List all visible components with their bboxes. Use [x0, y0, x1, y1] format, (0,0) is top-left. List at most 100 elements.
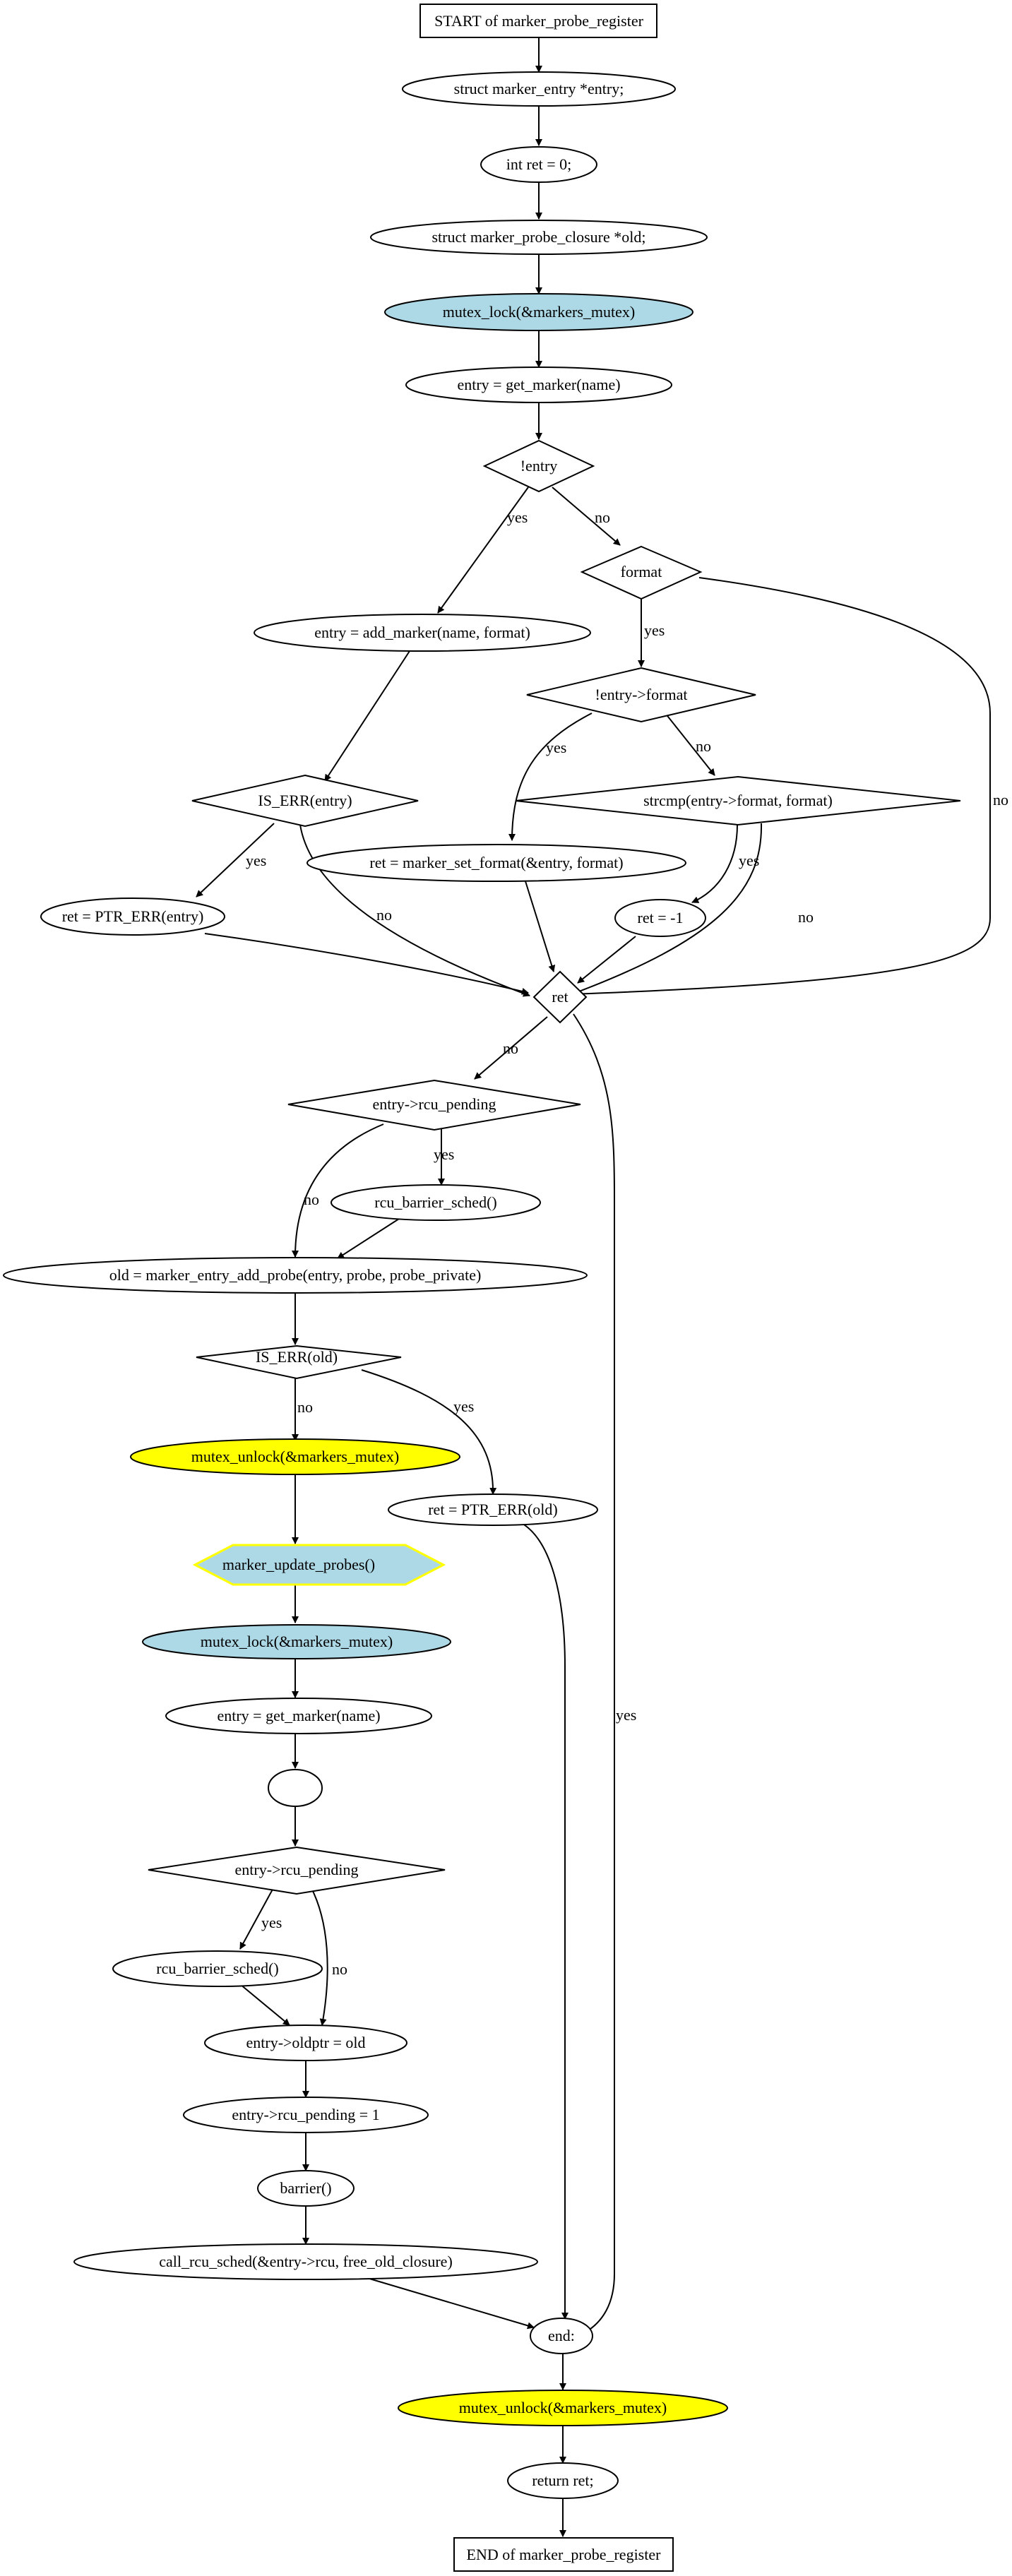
node-is-err-entry-label: IS_ERR(entry): [258, 792, 352, 809]
edge-add-marker-to-is-err: [324, 650, 410, 782]
edge-label-yes: yes: [616, 1706, 636, 1724]
node-call-rcu: call_rcu_sched(&entry->rcu, free_old_clo…: [73, 2243, 538, 2280]
node-add-probe-label: old = marker_entry_add_probe(entry, prob…: [109, 1266, 482, 1284]
node-empty: [268, 1769, 323, 1807]
node-decl-ret: int ret = 0;: [480, 146, 597, 183]
edge-ret-neg-to-ret: [577, 936, 636, 984]
node-get-marker1: entry = get_marker(name): [405, 366, 672, 403]
edge-label-no: no: [332, 1960, 347, 1978]
node-barrier: barrier(): [257, 2170, 355, 2207]
edges: yes no yes no yes no yes no yes no no ye…: [196, 37, 1008, 2537]
node-ret-check: ret: [532, 970, 588, 1024]
node-is-err-old-label: IS_ERR(old): [256, 1348, 338, 1366]
node-unlock1-label: mutex_unlock(&markers_mutex): [191, 1448, 399, 1465]
node-end: END of marker_probe_register: [453, 2537, 674, 2572]
edge-set-format-to-ret: [525, 881, 556, 972]
node-format-label: format: [621, 563, 662, 580]
edge-label-yes: yes: [507, 508, 528, 526]
edge-barrier-sched1-to-add-probe: [337, 1218, 400, 1259]
node-barrier-sched1-label: rcu_barrier_sched(): [374, 1193, 496, 1211]
node-not-entry-label: !entry: [520, 457, 558, 475]
node-rcu-pending2: entry->rcu_pending: [148, 1846, 446, 1895]
node-call-rcu-label: call_rcu_sched(&entry->rcu, free_old_clo…: [159, 2253, 453, 2270]
node-oldptr-label: entry->oldptr = old: [246, 2034, 365, 2051]
edge-label-no: no: [503, 1039, 518, 1057]
edge-barrier-sched2-to-oldptr: [239, 1984, 290, 2026]
node-return-ret-label: return ret;: [532, 2471, 593, 2489]
edge-label-no: no: [595, 508, 610, 526]
node-update-probes-label: marker_update_probes(): [222, 1556, 375, 1573]
node-strcmp: strcmp(entry->format, format): [515, 775, 961, 826]
edge-label-no: no: [376, 906, 392, 924]
edge-not-entry-format-no: [665, 712, 715, 776]
node-get-marker1-label: entry = get_marker(name): [457, 376, 620, 393]
node-end-label-text: END of marker_probe_register: [467, 2546, 662, 2563]
edge-not-entry-yes: [437, 487, 529, 614]
edge-not-entry-no: [552, 487, 621, 546]
node-set-pending: entry->rcu_pending = 1: [183, 2097, 429, 2133]
edge-label-yes: yes: [434, 1145, 454, 1163]
edge-label-yes: yes: [644, 621, 665, 639]
node-start-label: START of marker_probe_register: [434, 12, 644, 30]
node-ret-neg: ret = -1: [614, 899, 706, 937]
node-ptr-err-entry: ret = PTR_ERR(entry): [40, 898, 225, 936]
edge-label-no: no: [304, 1191, 319, 1208]
node-barrier-sched2-label: rcu_barrier_sched(): [156, 1960, 278, 1977]
node-not-entry: !entry: [482, 439, 595, 493]
node-unlock1: mutex_unlock(&markers_mutex): [130, 1438, 460, 1475]
edge-label-yes: yes: [546, 739, 566, 756]
node-end-label-label: end:: [548, 2327, 575, 2344]
node-decl-ret-label: int ret = 0;: [506, 155, 571, 173]
edge-rcu-pending2-yes: [239, 1886, 275, 1950]
node-decl-entry: struct marker_entry *entry;: [402, 71, 676, 107]
edge-ptr-err-entry-to-ret: [204, 933, 529, 995]
node-set-format: ret = marker_set_format(&entry, format): [306, 844, 686, 882]
node-is-err-old: IS_ERR(old): [196, 1344, 402, 1380]
node-strcmp-label: strcmp(entry->format, format): [643, 792, 833, 809]
node-add-marker: entry = add_marker(name, format): [254, 614, 591, 652]
edge-ret-yes: [573, 1013, 615, 2335]
edge-strcmp-no: [567, 823, 763, 997]
node-ret-neg-label: ret = -1: [638, 909, 684, 926]
node-lock2: mutex_lock(&markers_mutex): [142, 1624, 451, 1659]
edge-label-no: no: [696, 737, 711, 755]
node-update-probes: marker_update_probes(): [192, 1544, 446, 1586]
node-decl-old-label: struct marker_probe_closure *old;: [431, 228, 645, 246]
node-unlock2: mutex_unlock(&markers_mutex): [398, 2390, 728, 2426]
node-add-marker-label: entry = add_marker(name, format): [314, 624, 530, 641]
edge-call-rcu-to-end-label: [367, 2277, 535, 2330]
node-set-format-label: ret = marker_set_format(&entry, format): [369, 854, 623, 871]
node-barrier-label: barrier(): [280, 2179, 331, 2197]
node-lock2-label: mutex_lock(&markers_mutex): [201, 1633, 393, 1650]
edge-label-yes: yes: [246, 852, 266, 869]
node-oldptr: entry->oldptr = old: [204, 2025, 407, 2061]
edge-label-no: no: [798, 908, 814, 926]
nodes: START of marker_probe_register struct ma…: [3, 4, 961, 2572]
edge-rcu-pending1-no: [292, 1123, 384, 1258]
edge-ret-no: [474, 1016, 548, 1080]
node-lock1: mutex_lock(&markers_mutex): [384, 293, 693, 331]
node-rcu-pending1: entry->rcu_pending: [287, 1079, 581, 1131]
node-get-marker2-label: entry = get_marker(name): [217, 1707, 380, 1724]
node-decl-entry-label: struct marker_entry *entry;: [454, 80, 624, 97]
edge-is-err-entry-yes: [196, 823, 275, 898]
edge-strcmp-yes: [691, 824, 738, 903]
edge-is-err-entry-no: [299, 824, 530, 997]
node-lock1-label: mutex_lock(&markers_mutex): [443, 303, 635, 321]
node-set-pending-label: entry->rcu_pending = 1: [232, 2106, 379, 2123]
node-start: START of marker_probe_register: [419, 4, 657, 38]
node-ret-check-label: ret: [552, 988, 568, 1006]
node-not-entry-format: !entry->format: [526, 667, 756, 723]
node-ptr-err-old: ret = PTR_ERR(old): [388, 1493, 598, 1526]
node-barrier-sched2: rcu_barrier_sched(): [112, 1950, 323, 1987]
edge-label-yes: yes: [453, 1397, 474, 1415]
node-not-entry-format-label: !entry->format: [595, 686, 688, 703]
edge-label-no: no: [993, 791, 1008, 809]
edge-ptr-err-old-to-end-label: [520, 1522, 568, 2320]
node-add-probe: old = marker_entry_add_probe(entry, prob…: [3, 1257, 588, 1294]
edge-label-yes: yes: [261, 1914, 282, 1931]
edge-rcu-pending2-no: [310, 1886, 328, 2026]
node-unlock2-label: mutex_unlock(&markers_mutex): [459, 2399, 667, 2416]
edge-not-entry-format-yes: [508, 712, 593, 841]
